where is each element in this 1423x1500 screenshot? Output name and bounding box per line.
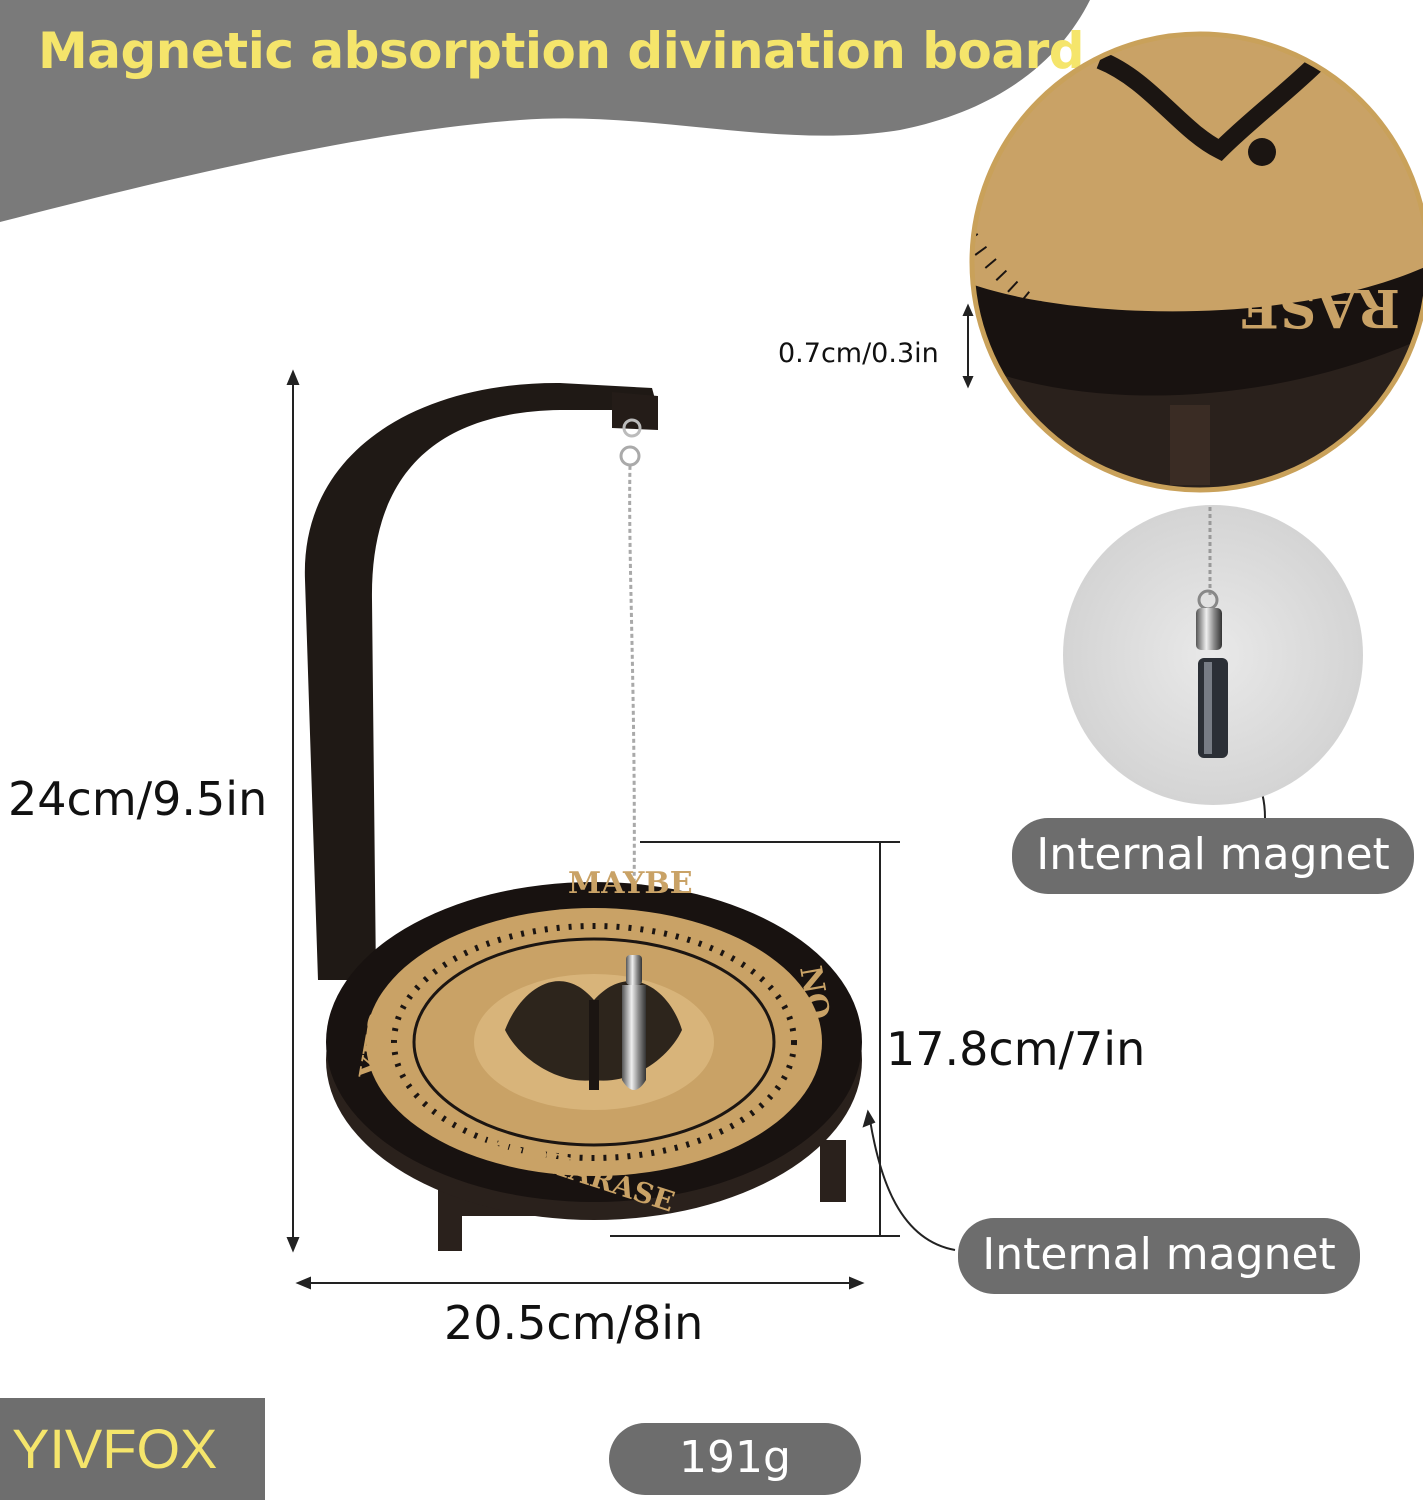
pendulum (622, 955, 646, 1090)
stand-arm (304, 382, 658, 980)
board: MAYBE YES NO REPHARASE (326, 866, 862, 1251)
diameter-dimension-label: 17.8cm/7in (886, 1022, 1146, 1076)
thickness-dimension-label: 0.7cm/0.3in (778, 338, 939, 369)
zoom-detail: RASE (969, 31, 1423, 493)
pendulum-chain (619, 418, 642, 955)
board-word-maybe: MAYBE (568, 866, 693, 901)
board-magnet-callout: Internal magnet (958, 1218, 1360, 1294)
width-dimension-label: 20.5cm/8in (444, 1296, 704, 1350)
zoom-word: RASE (1239, 277, 1400, 338)
magnet-detail (1063, 505, 1363, 805)
brand-logo: YIVFOX (0, 1398, 265, 1500)
dimension-lines (286, 303, 1266, 1290)
page-title: Magnetic absorption divination board (38, 22, 1085, 80)
height-dimension-label: 24cm/9.5in (8, 772, 268, 826)
pendulum-magnet-callout: Internal magnet (1012, 818, 1414, 894)
weight-badge: 191g (609, 1423, 861, 1495)
